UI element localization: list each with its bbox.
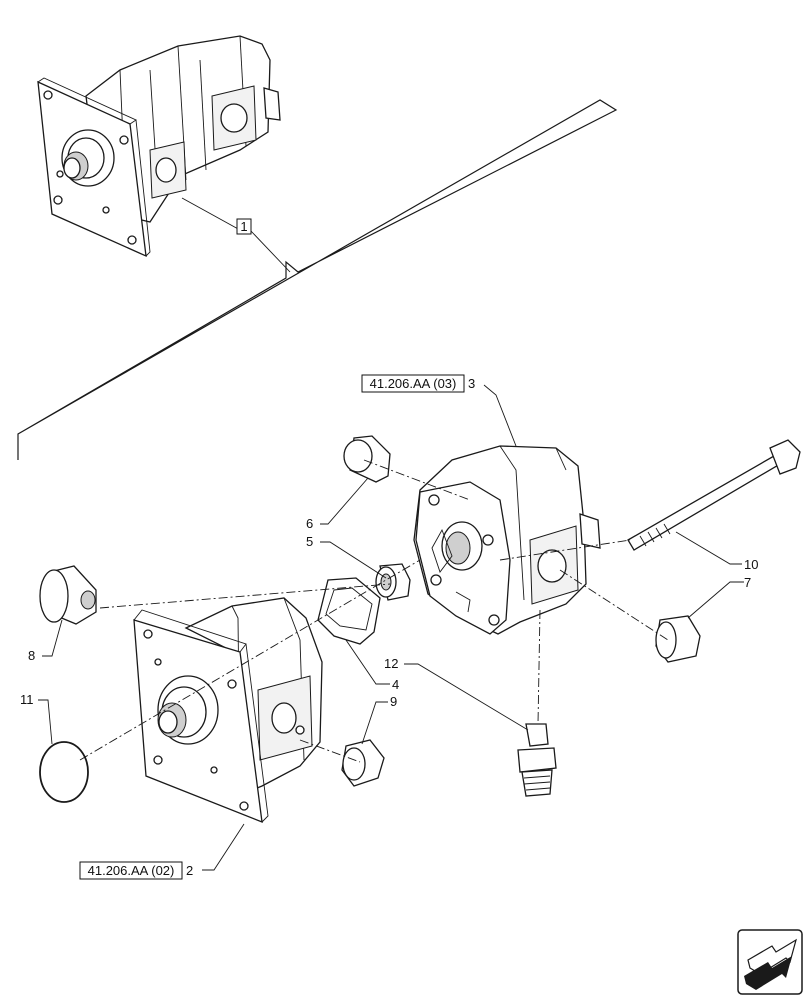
- plug-part-9: [341, 739, 385, 787]
- bolt-part-10: [627, 439, 801, 551]
- fitting-part-12: [517, 723, 557, 797]
- reference-link-bottom[interactable]: 41.206.AA (02): [79, 861, 183, 880]
- callout-3[interactable]: 3: [468, 376, 475, 391]
- o-ring-part-11: [39, 741, 89, 803]
- seal-part-4: [317, 577, 381, 645]
- reference-link-top[interactable]: 41.206.AA (03): [361, 374, 465, 393]
- svg-text:1: 1: [240, 219, 247, 234]
- callout-12[interactable]: 12: [384, 656, 398, 671]
- callout-9[interactable]: 9: [390, 694, 397, 709]
- callout-8[interactable]: 8: [28, 648, 35, 663]
- callout-11[interactable]: 11: [20, 692, 34, 707]
- seal-part-8: [39, 565, 97, 625]
- callout-7[interactable]: 7: [744, 575, 751, 590]
- plug-part-6: [343, 435, 391, 483]
- callout-1[interactable]: 1: [236, 218, 252, 235]
- callout-4[interactable]: 4: [392, 677, 399, 692]
- front-pump-section-illustration: [133, 597, 323, 824]
- callout-6[interactable]: 6: [306, 516, 313, 531]
- rear-pump-section-illustration: [413, 445, 601, 635]
- arrow-navigation-icon[interactable]: [737, 929, 803, 995]
- assembly-bracket-line: [17, 99, 618, 460]
- callout-10[interactable]: 10: [744, 557, 758, 572]
- plug-part-7: [655, 615, 701, 663]
- pump-assembly-illustration: [37, 35, 281, 258]
- svg-text:41.206.AA (03): 41.206.AA (03): [370, 376, 457, 391]
- svg-text:41.206.AA (02): 41.206.AA (02): [88, 863, 175, 878]
- callout-5[interactable]: 5: [306, 534, 313, 549]
- callout-2[interactable]: 2: [186, 863, 193, 878]
